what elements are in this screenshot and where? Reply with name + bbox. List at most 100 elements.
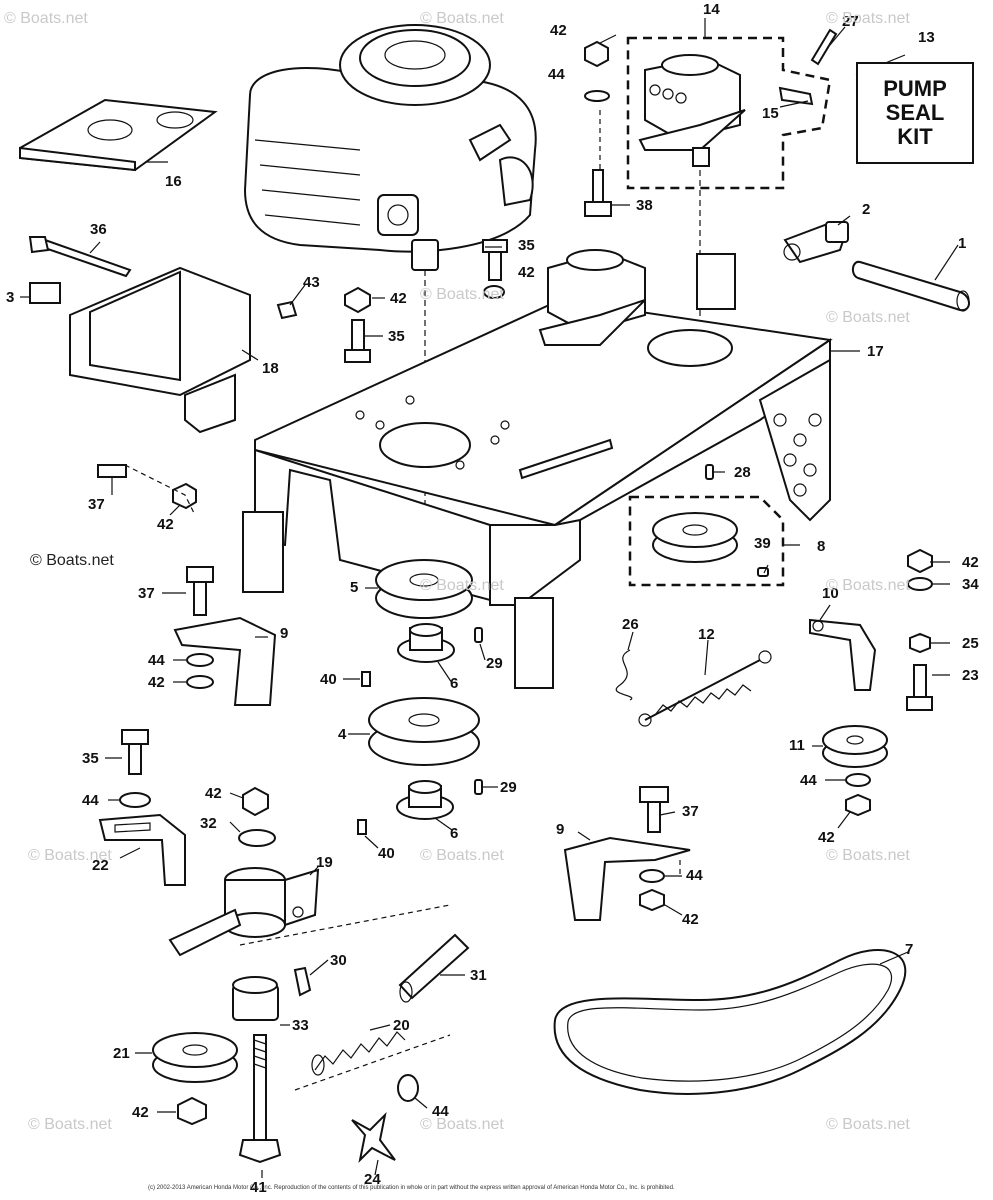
callout-2: 2 (862, 201, 871, 218)
callout-36: 36 (90, 221, 107, 238)
callout-37-lower: 37 (682, 803, 699, 820)
part-17-frame (242, 253, 833, 689)
callout-25: 25 (962, 635, 979, 652)
watermark: © Boats.net (826, 847, 910, 864)
part-9-bracket-upper (173, 616, 277, 706)
leader-lines (20, 18, 959, 1178)
callout-40-lower: 40 (378, 845, 395, 862)
callout-39: 39 (754, 535, 771, 552)
callout-43: 43 (303, 274, 320, 291)
watermark: © Boats.net (4, 10, 88, 27)
callout-37-left: 37 (88, 496, 105, 513)
copyright-notice: (c) 2002-2013 American Honda Motor Co., … (148, 1185, 675, 1191)
callout-32: 32 (200, 815, 217, 832)
part-16-foam-pad (19, 98, 218, 172)
callout-35-left: 35 (82, 750, 99, 767)
part-41-bolt (238, 1034, 282, 1164)
callout-42-idler: 42 (818, 829, 835, 846)
part-31-sleeve (398, 933, 470, 1003)
callout-37-upper: 37 (138, 585, 155, 602)
callout-42-column: 42 (205, 785, 222, 802)
pump-seal-kit-label: PUMP SEAL KIT (883, 75, 947, 150)
callout-5: 5 (350, 579, 359, 596)
watermark: © Boats.net (420, 847, 504, 864)
part-6-hub-upper (397, 623, 455, 663)
callout-16: 16 (165, 173, 182, 190)
part-10-idler-arm (809, 618, 877, 691)
callout-42-pump: 42 (550, 22, 567, 39)
callout-6-upper: 6 (450, 675, 459, 692)
callout-6-lower: 6 (450, 825, 459, 842)
part-5-pulley (375, 559, 473, 619)
part-6-hub-lower (396, 780, 454, 820)
callout-42-bracket: 42 (148, 674, 165, 691)
callout-42-frame: 42 (518, 264, 535, 281)
watermark: © Boats.net (420, 10, 504, 27)
callout-42-bottom: 42 (132, 1104, 149, 1121)
callout-10: 10 (822, 585, 839, 602)
callout-7: 7 (905, 941, 914, 958)
watermark: © Boats.net (826, 10, 910, 27)
callout-27: 27 (842, 13, 859, 30)
callout-38: 38 (636, 197, 653, 214)
callout-34: 34 (962, 576, 979, 593)
callout-31: 31 (470, 967, 487, 984)
callout-42-lower: 42 (682, 911, 699, 928)
watermark: © Boats.net (420, 1116, 504, 1133)
callout-42-center: 42 (390, 290, 407, 307)
callout-44-idler: 44 (800, 772, 817, 789)
callout-41: 41 (250, 1179, 267, 1196)
callout-8: 8 (817, 538, 826, 555)
callout-9-lower: 9 (556, 821, 565, 838)
part-30-fitting (293, 966, 312, 997)
part-12-spring (638, 650, 772, 727)
part-7-belt (553, 949, 907, 1095)
callout-44-bottom: 44 (432, 1103, 449, 1120)
part-19-idler-mount (168, 867, 320, 957)
callout-42-right: 42 (962, 554, 979, 571)
callout-44-lower: 44 (686, 867, 703, 884)
part-9-bracket-lower (563, 836, 691, 921)
callout-30: 30 (330, 952, 347, 969)
callout-44-pump: 44 (548, 66, 565, 83)
callout-12: 12 (698, 626, 715, 643)
part-33-bushing (232, 976, 279, 1021)
part-8-pulley-kit (628, 495, 785, 587)
watermark: © Boats.net (30, 552, 114, 569)
callout-26: 26 (622, 616, 639, 633)
callout-19: 19 (316, 854, 333, 871)
part-4-pulley (368, 697, 480, 766)
callout-1: 1 (958, 235, 967, 252)
part-18-bracket (29, 238, 298, 434)
callout-42-left: 42 (157, 516, 174, 533)
callout-15: 15 (762, 105, 779, 122)
callout-40-upper: 40 (320, 671, 337, 688)
callout-14: 14 (703, 1, 720, 18)
callout-44-left: 44 (82, 792, 99, 809)
callout-44-bracket: 44 (148, 652, 165, 669)
callout-35-right: 35 (518, 237, 535, 254)
callout-4: 4 (338, 726, 347, 743)
callout-28: 28 (734, 464, 751, 481)
callout-18: 18 (262, 360, 279, 377)
part-24-wing-nut (351, 1111, 396, 1164)
callout-3: 3 (6, 289, 15, 306)
callout-23: 23 (962, 667, 979, 684)
watermark: © Boats.net (420, 577, 504, 594)
watermark: © Boats.net (28, 1116, 112, 1133)
callout-20: 20 (393, 1017, 410, 1034)
callout-33: 33 (292, 1017, 309, 1034)
part-11-idler-pulley (822, 725, 888, 768)
callout-22: 22 (92, 857, 109, 874)
pump-seal-kit-box: PUMP SEAL KIT (856, 62, 974, 164)
part-14-pump-assembly (626, 28, 838, 345)
watermark: © Boats.net (826, 309, 910, 326)
part-1-hose (852, 260, 970, 312)
watermark: © Boats.net (420, 286, 504, 303)
part-21-pulley (152, 1032, 238, 1083)
callout-11: 11 (789, 737, 805, 754)
watermark: © Boats.net (826, 1116, 910, 1133)
callout-29-upper: 29 (486, 655, 503, 672)
part-22-plate (98, 813, 186, 886)
engine-assembly (243, 24, 537, 585)
